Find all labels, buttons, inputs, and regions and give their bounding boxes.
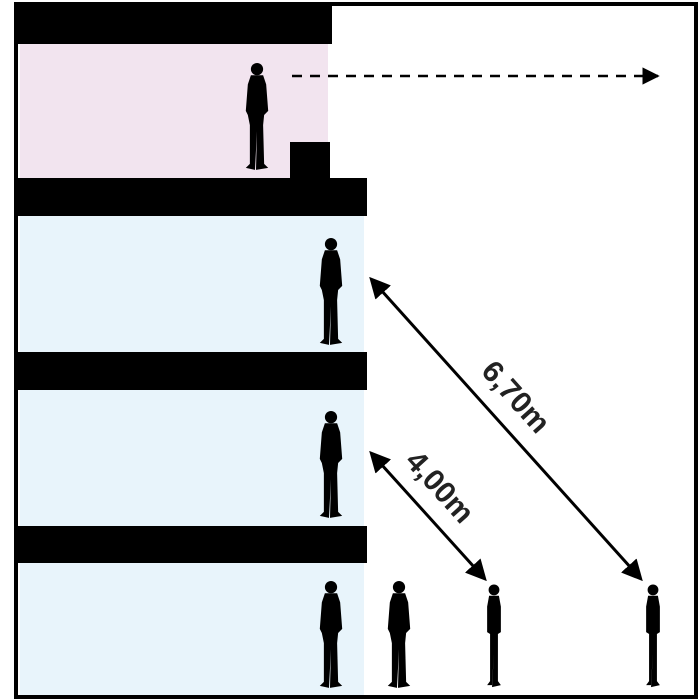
slab-floor-2	[14, 526, 367, 563]
dimension-arrow-6-70	[369, 276, 643, 582]
outer-frame	[14, 2, 698, 699]
person-street-2	[487, 584, 501, 688]
dimension-label-6-70: 6,70m	[475, 355, 556, 440]
parapet-block	[290, 142, 330, 180]
dimension-arrow-4-00	[369, 450, 487, 582]
floor-3-fill	[20, 216, 364, 352]
roof-slab	[14, 4, 332, 44]
top-floor-fill	[20, 44, 328, 178]
person-street-3	[646, 584, 660, 688]
floor-1-fill	[20, 563, 364, 697]
slab-floor-3	[14, 352, 367, 390]
floor-2-fill	[20, 390, 364, 526]
person-street-1	[387, 581, 411, 688]
slab-top-floor	[14, 178, 367, 216]
dimension-label-4-00: 4,00m	[399, 445, 480, 530]
